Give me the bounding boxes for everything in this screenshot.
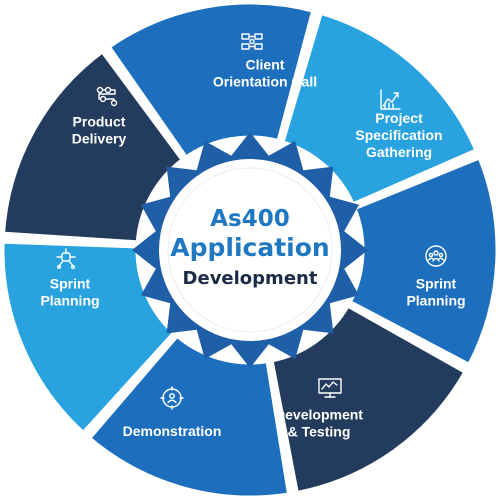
chart-icon bbox=[380, 89, 401, 110]
segment-label-sprint-planning-left-line1: Sprint bbox=[50, 276, 91, 292]
segment-sprint-planning-left bbox=[0, 238, 179, 438]
segment-label-client-orientation-call-line1: Client bbox=[246, 57, 285, 73]
segment-label-client-orientation-call-line2: Orientation Call bbox=[213, 74, 317, 90]
segment-label-product-delivery-line1: Product bbox=[73, 114, 126, 130]
segment-label-development-testing-line2: & Testing bbox=[288, 424, 351, 440]
icons-layer bbox=[56, 33, 447, 410]
segment-label-project-specification-gathering-line1: Project bbox=[375, 110, 423, 126]
segment-sprint-planning-right bbox=[345, 153, 500, 369]
segment-product-delivery bbox=[0, 47, 187, 246]
center-title-line2: Application bbox=[170, 233, 329, 262]
segment-label-sprint-planning-right-line2: Planning bbox=[406, 293, 465, 309]
center-title-line3: Development bbox=[183, 268, 318, 289]
segment-project-specification-gathering bbox=[278, 9, 481, 209]
network-icon bbox=[56, 248, 76, 270]
segment-label-project-specification-gathering-line3: Gathering bbox=[366, 144, 432, 160]
segment-label-sprint-planning-right-line1: Sprint bbox=[416, 276, 457, 292]
segment-label-development-testing-line1: Development bbox=[275, 407, 363, 423]
segment-label-project-specification-gathering-line2: Specification bbox=[355, 127, 442, 143]
center-layer: As400 Application Development bbox=[132, 132, 368, 368]
segment-demonstration bbox=[84, 331, 293, 500]
segment-label-product-delivery-line2: Delivery bbox=[72, 131, 127, 147]
center-title-line1: As400 bbox=[210, 206, 290, 232]
team-icon bbox=[425, 245, 447, 267]
workflow-icon bbox=[96, 86, 118, 107]
monitor-icon bbox=[318, 378, 342, 398]
center-circle bbox=[167, 167, 333, 333]
server-icon bbox=[241, 33, 263, 50]
segment-client-orientation-call bbox=[104, 0, 317, 162]
segment-label-sprint-planning-left-line2: Planning bbox=[40, 293, 99, 309]
segment-label-demonstration-line1: Demonstration bbox=[123, 423, 222, 439]
user-target-icon bbox=[160, 386, 184, 410]
